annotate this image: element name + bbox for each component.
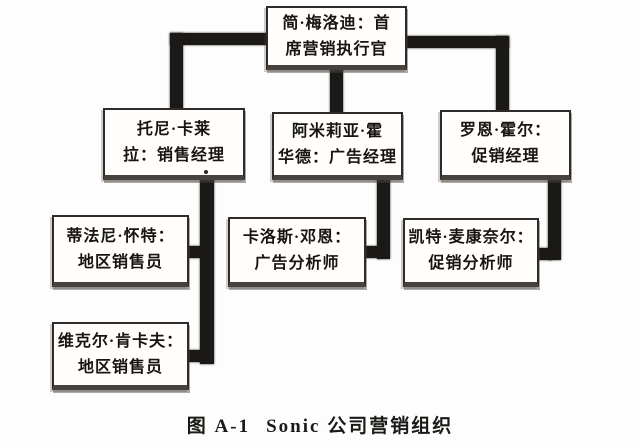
- node-text-line: 凯特·麦康奈尔：: [408, 229, 534, 246]
- org-node-regional-salesperson-2: 维克尔·肯卡夫： 地区销售员: [52, 322, 189, 390]
- connector-sales-runner-vertical: [200, 178, 214, 364]
- connector-ceo-to-ad-vertical: [330, 68, 343, 114]
- connector-stub-to-carlos: [362, 246, 381, 258]
- node-text-line: 促销经理: [471, 147, 540, 165]
- connector-ceo-to-promo-horizontal: [405, 36, 509, 48]
- node-text-line: 罗恩·霍尔：: [459, 121, 552, 139]
- figure-title: Sonic 公司营销组织: [266, 416, 454, 437]
- figure-caption: 图 A-1 Sonic 公司营销组织: [0, 411, 640, 438]
- connector-ceo-to-sales-vertical: [170, 33, 183, 109]
- org-node-sales-manager: 托尼·卡莱 拉：销售经理: [103, 108, 245, 180]
- node-text-line: 促销分析师: [428, 255, 514, 272]
- node-text-line: 维克尔·肯卡夫：: [57, 332, 184, 350]
- org-node-regional-salesperson-1: 蒂法尼·怀特： 地区销售员: [52, 215, 189, 287]
- node-text-line: 简·梅洛迪：首: [282, 14, 391, 32]
- connector-stub-to-tiffany: [186, 246, 204, 258]
- node-text-line: 华德：广告经理: [277, 148, 397, 166]
- connector-ceo-to-sales-horizontal: [170, 33, 268, 45]
- figure-label: 图 A-1: [186, 416, 251, 437]
- org-node-chief-marketing-executive: 简·梅洛迪：首 席营销执行官: [266, 6, 407, 70]
- node-text-line: 席营销执行官: [285, 40, 388, 58]
- node-text-line: 卡洛斯·邓恩：: [242, 228, 352, 246]
- node-text-line: 地区销售员: [77, 358, 163, 376]
- org-node-promotion-manager: 罗恩·霍尔： 促销经理: [440, 110, 571, 180]
- node-text-line: 阿米莉亚·霍: [291, 122, 384, 140]
- node-text-line: 广告分析师: [254, 254, 340, 272]
- node-text-line: 拉：销售经理: [122, 146, 225, 164]
- connector-promo-runner-vertical: [548, 178, 561, 260]
- node-text-line: 地区销售员: [77, 253, 163, 271]
- org-node-advertising-manager: 阿米莉亚·霍 华德：广告经理: [272, 112, 403, 180]
- org-node-promotion-analyst: 凯特·麦康奈尔： 促销分析师: [403, 218, 539, 287]
- connector-stub-to-victor: [186, 350, 204, 362]
- org-node-advertising-analyst: 卡洛斯·邓恩： 广告分析师: [228, 217, 366, 287]
- node-text-line: 蒂法尼·怀特：: [66, 227, 175, 245]
- connector-ad-runner-vertical: [377, 178, 390, 259]
- connector-ceo-to-promo-vertical: [496, 36, 509, 112]
- ink-speck: [204, 170, 208, 174]
- node-text-line: 托尼·卡莱: [136, 120, 212, 138]
